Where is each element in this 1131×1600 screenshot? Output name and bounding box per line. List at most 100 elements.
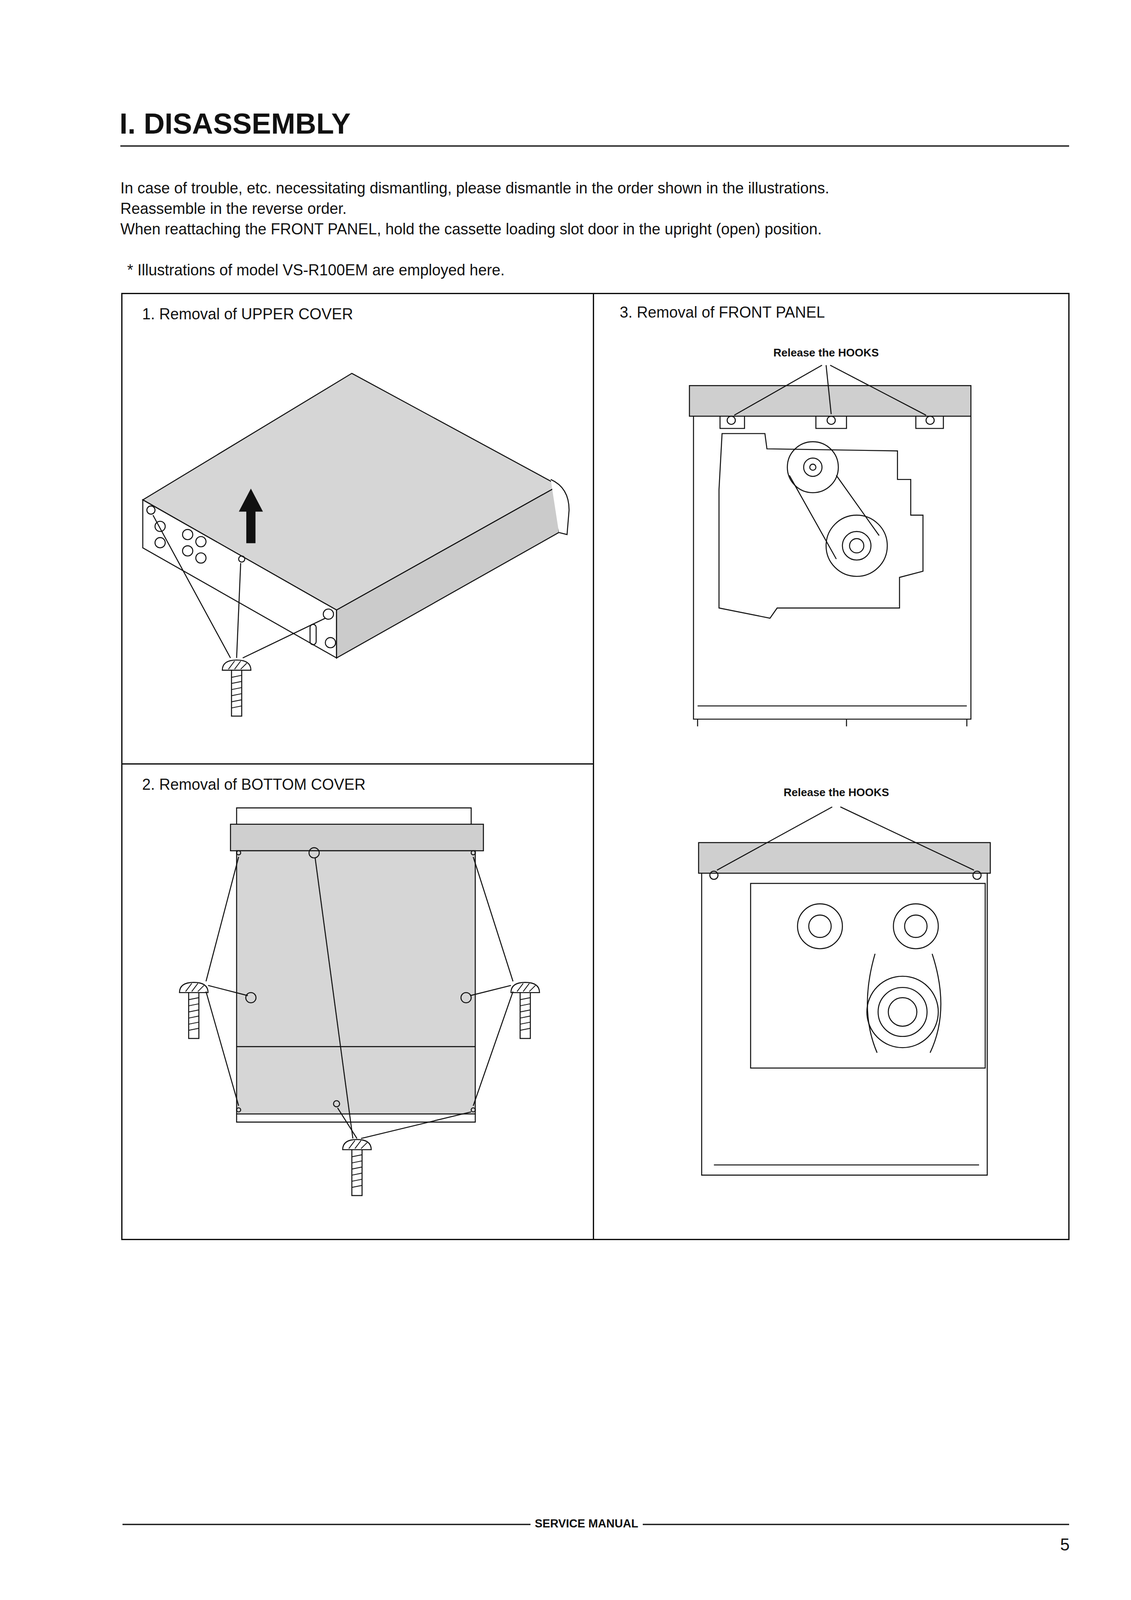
bottom-cover-drawing-part (510, 982, 540, 1038)
bottom-cover-drawing-part (471, 1107, 476, 1112)
upper-cover-drawing-part (154, 521, 166, 532)
panel-heading: 2. Removal of BOTTOM COVER (142, 775, 574, 793)
bottom-cover-drawing-part (236, 1113, 476, 1122)
front-panel-bottom-view-part (797, 903, 843, 949)
bottom-cover-drawing-part (361, 1111, 472, 1139)
front-panel-top-view-part (693, 416, 971, 720)
bottom-cover-drawing-part (236, 850, 476, 1114)
front-panel-top-view-part (849, 538, 864, 553)
front-panel-bottom-view-part (929, 953, 941, 1053)
front-panel-top-view-part (826, 515, 888, 577)
upper-cover-drawing (142, 373, 570, 717)
front-panel-top-view-part (826, 364, 832, 414)
front-panel-top-view-part (809, 463, 816, 470)
bottom-cover-drawing-part (333, 1100, 340, 1107)
bottom-cover-drawing-part (236, 1046, 476, 1047)
bottom-cover-drawing-part (460, 992, 472, 1003)
callout-label: Release the HOOKS (783, 786, 890, 799)
title-rule (120, 145, 1070, 147)
front-panel-top-view-part (836, 475, 879, 536)
bottom-cover-drawing-part (470, 985, 512, 996)
upper-cover-drawing-part (182, 529, 193, 540)
front-panel-top-view-part (827, 416, 836, 425)
front-panel-bottom-view-part (866, 976, 939, 1048)
upper-cover-drawing-part (239, 489, 263, 511)
bottom-cover-drawing-part (337, 1107, 357, 1139)
bottom-cover-drawing-part (236, 1107, 241, 1112)
body-text: * Illustrations of model VS-R100EM are e… (127, 261, 505, 279)
panel-cell: 1. Removal of UPPER COVER (121, 292, 595, 765)
bottom-cover-drawing-part (473, 991, 514, 1106)
bottom-cover-drawing-part (236, 850, 241, 855)
front-panel-top-view-part (789, 475, 837, 560)
upper-cover-drawing-part (238, 555, 245, 562)
upper-cover-drawing-part (323, 609, 334, 620)
front-panel-top-view-part (719, 433, 924, 619)
upper-cover-drawing-part (195, 552, 207, 563)
bottom-cover-drawing-part (471, 850, 476, 855)
front-panel-top-view (689, 364, 971, 726)
upper-cover-drawing-part (195, 536, 207, 547)
upper-cover-drawing-part (309, 623, 316, 645)
front-panel-top-view-part (803, 457, 823, 477)
upper-cover-drawing-part (550, 479, 569, 535)
front-panel-bottom-view-part (840, 806, 974, 870)
front-panel-bottom-view-part (701, 872, 988, 1175)
front-panel-bottom-view (698, 806, 991, 1175)
front-panel-bottom-view-part (698, 842, 991, 874)
front-panel-top-view-part (697, 705, 967, 727)
callout-label: Release the HOOKS (773, 346, 879, 360)
upper-cover-drawing-part (154, 537, 166, 548)
bottom-cover-drawing-part (342, 1139, 372, 1196)
bottom-cover-drawing-part (236, 807, 472, 825)
front-panel-bottom-view-part (808, 914, 832, 938)
front-panel-top-view-part (734, 364, 823, 415)
upper-cover-drawing-part (325, 637, 336, 648)
panel-cell: 2. Removal of BOTTOM COVER (121, 763, 595, 1240)
front-panel-bottom-view-part (904, 914, 928, 938)
front-panel-bottom-view-part (750, 883, 986, 1068)
front-panel-bottom-view-part (867, 953, 878, 1053)
front-panel-top-view-part (727, 416, 736, 425)
front-panel-bottom-view-part (973, 871, 982, 880)
front-panel-top-view-part (719, 416, 944, 429)
front-panel-bottom-view-part (717, 806, 833, 870)
panel-cell: 3. Removal of FRONT PANEL (592, 292, 1070, 1240)
front-panel-top-view-part (842, 531, 872, 560)
upper-cover-drawing-part (152, 515, 231, 659)
panel-heading: 3. Removal of FRONT PANEL (619, 303, 1043, 321)
upper-cover-drawing-part (146, 505, 155, 514)
page-number: 5 (1060, 1534, 1070, 1554)
body-text: In case of trouble, etc. necessitating d… (120, 179, 830, 197)
title-rule-part (120, 145, 1070, 147)
front-panel-top-view-part (830, 364, 927, 415)
upper-cover-drawing-part (182, 545, 193, 556)
front-panel-bottom-view-part (877, 987, 927, 1037)
body-text: When reattaching the FRONT PANEL, hold t… (120, 220, 823, 238)
bottom-cover-drawing-part (206, 856, 239, 982)
bottom-cover-drawing (179, 807, 540, 1196)
bottom-cover-drawing-part (308, 847, 320, 858)
front-panel-bottom-view-part (714, 1164, 980, 1166)
bottom-cover-drawing-part (245, 992, 257, 1003)
front-panel-bottom-view-part (893, 903, 939, 949)
bottom-cover-drawing-part (207, 985, 248, 996)
upper-cover-drawing-part (336, 485, 560, 658)
front-panel-bottom-view-part (709, 871, 718, 880)
footer-label: SERVICE MANUAL (530, 1516, 643, 1531)
bottom-cover-drawing-part (473, 856, 514, 982)
bottom-cover-drawing-part (206, 991, 239, 1106)
page-title: I. DISASSEMBLY (119, 107, 351, 140)
front-panel-top-view-part (926, 416, 935, 425)
front-panel-bottom-view-part (888, 997, 917, 1027)
upper-cover-drawing-part (142, 499, 337, 658)
upper-cover-drawing-part (246, 510, 255, 543)
upper-cover-drawing-part (242, 617, 326, 658)
bottom-cover-drawing-part (230, 824, 484, 851)
panel-heading: 1. Removal of UPPER COVER (142, 305, 574, 323)
bottom-cover-drawing-part (314, 857, 353, 1139)
bottom-cover-drawing-part (179, 982, 209, 1038)
